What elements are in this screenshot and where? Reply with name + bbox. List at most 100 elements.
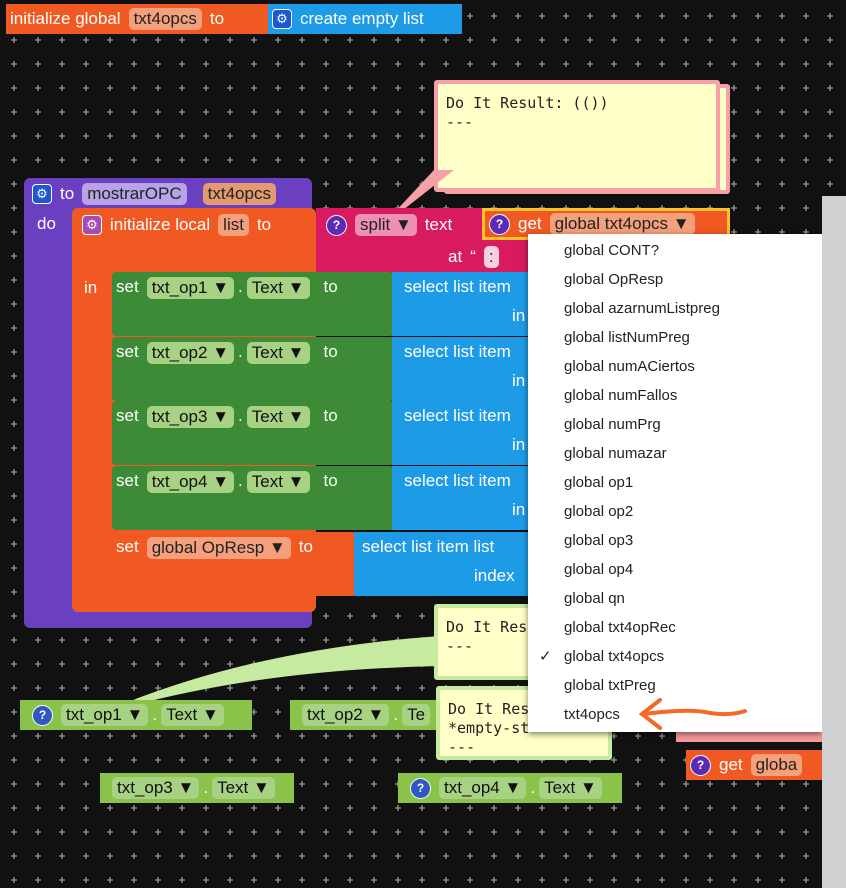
- dropdown-menu-item[interactable]: global op3: [528, 526, 822, 555]
- split-at-row: at “ :: [444, 245, 503, 269]
- dropdown-arrow-icon: ▼: [394, 215, 412, 234]
- dropdown-arrow-icon: ▼: [212, 471, 230, 491]
- component-text-getter[interactable]: txt_op2 ▼ . Te: [290, 700, 436, 730]
- procedure-name-field[interactable]: mostrarOPC: [82, 183, 187, 205]
- dropdown-menu-item[interactable]: global listNumPreg: [528, 323, 822, 352]
- property-dropdown[interactable]: Text ▼: [161, 704, 224, 726]
- menu-item-label: global numPrg: [564, 416, 661, 433]
- component-dropdown[interactable]: txt_op4 ▼: [439, 777, 527, 799]
- property-dropdown[interactable]: Te: [402, 704, 431, 726]
- block-label: to: [323, 277, 338, 296]
- property-dropdown[interactable]: Text ▼: [539, 777, 602, 799]
- create-empty-list-block[interactable]: ⚙ create empty list: [268, 4, 462, 34]
- dropdown-menu-item[interactable]: ✓ global txt4opcs: [528, 642, 822, 671]
- dropdown-menu-item[interactable]: global numACiertos: [528, 352, 822, 381]
- component-dropdown[interactable]: txt_op2 ▼: [302, 704, 390, 726]
- dropdown-menu-item[interactable]: global txt4opRec: [528, 613, 822, 642]
- set-text-block[interactable]: set txt_op3 ▼ . Text ▼ to: [112, 401, 394, 465]
- set-text-block[interactable]: set txt_op1 ▼ . Text ▼ to: [112, 272, 394, 336]
- dropdown-menu-item[interactable]: global numFallos: [528, 381, 822, 410]
- block-label: get: [518, 214, 542, 233]
- component-dropdown[interactable]: txt_op1 ▼: [146, 277, 235, 299]
- set-text-block[interactable]: set txt_op4 ▼ . Text ▼ to: [112, 465, 394, 530]
- bubble-tail: [90, 636, 440, 718]
- dot-separator: .: [238, 406, 243, 425]
- gear-icon[interactable]: ⚙: [82, 215, 102, 235]
- select-list-item-block[interactable]: select list item in: [392, 401, 530, 465]
- dot-separator: .: [152, 705, 158, 724]
- property-dropdown[interactable]: Text ▼: [246, 470, 310, 493]
- vertical-scrollbar[interactable]: [822, 196, 846, 888]
- block-label: select list item: [404, 277, 511, 296]
- dropdown-arrow-icon: ▼: [579, 778, 597, 797]
- dropdown-menu-item[interactable]: global azarnumListpreg: [528, 294, 822, 323]
- dropdown-menu-item[interactable]: global op2: [528, 497, 822, 526]
- component-dropdown[interactable]: txt_op3 ▼: [146, 406, 235, 428]
- variable-dropdown[interactable]: global OpResp ▼: [146, 537, 291, 559]
- block-label: set: [116, 277, 139, 296]
- dropdown-menu-item[interactable]: global op1: [528, 468, 822, 497]
- dropdown-menu-item[interactable]: global qn: [528, 584, 822, 613]
- component-dropdown[interactable]: txt_op1 ▼: [61, 704, 149, 726]
- dropdown-value: txt_op1: [66, 705, 122, 724]
- property-dropdown[interactable]: Text ▼: [246, 277, 310, 299]
- help-icon[interactable]: ?: [690, 754, 711, 776]
- component-text-getter[interactable]: ? txt_op4 ▼ . Text ▼: [398, 773, 622, 803]
- help-icon[interactable]: ?: [410, 777, 431, 799]
- parameter-name[interactable]: txt4opcs: [202, 183, 276, 205]
- do-label: do: [37, 214, 56, 233]
- menu-item-label: global op2: [564, 503, 634, 520]
- gear-icon[interactable]: ⚙: [32, 184, 52, 204]
- initialize-global-block[interactable]: initialize global txt4opcs to: [6, 4, 270, 34]
- variable-dropdown[interactable]: globa: [750, 754, 803, 776]
- help-icon[interactable]: ?: [32, 704, 53, 726]
- select-list-item-block[interactable]: select list item in: [392, 465, 530, 530]
- component-text-getter[interactable]: ? txt_op1 ▼ . Text ▼: [20, 700, 252, 730]
- dropdown-menu-item[interactable]: txt4opcs: [528, 700, 822, 729]
- select-list-item-block[interactable]: select list item in: [392, 336, 530, 401]
- split-dropdown[interactable]: split ▼: [355, 214, 417, 236]
- menu-item-label: global numACiertos: [564, 358, 695, 375]
- dropdown-menu-item[interactable]: global op4: [528, 555, 822, 584]
- checkmark-icon: ✓: [539, 648, 552, 665]
- select-list-item-block[interactable]: select list item in: [392, 272, 530, 336]
- get-global-block[interactable]: ? get globa: [686, 750, 822, 780]
- block-label: set: [116, 537, 139, 556]
- dropdown-menu-item[interactable]: global OpResp: [528, 265, 822, 294]
- dropdown-value: Text: [166, 705, 198, 724]
- variable-dropdown[interactable]: global txt4opcs ▼: [549, 213, 695, 235]
- global-name-field[interactable]: txt4opcs: [128, 8, 202, 30]
- component-dropdown[interactable]: txt_op3 ▼: [112, 777, 200, 799]
- property-dropdown[interactable]: Text ▼: [246, 406, 310, 428]
- component-dropdown[interactable]: txt_op2 ▼: [146, 341, 235, 364]
- menu-item-label: global CONT?: [564, 242, 660, 259]
- property-dropdown[interactable]: Text ▼: [212, 777, 275, 799]
- dropdown-value: txt_op4: [151, 471, 208, 491]
- component-text-getter[interactable]: txt_op3 ▼ . Text ▼: [100, 773, 294, 803]
- dropdown-value: txt_op3: [151, 407, 208, 426]
- menu-item-label: global op3: [564, 532, 634, 549]
- set-global-block[interactable]: set global OpResp ▼ to: [112, 532, 356, 596]
- dropdown-arrow-icon: ▼: [287, 471, 305, 491]
- local-name-field[interactable]: list: [218, 214, 249, 236]
- property-dropdown[interactable]: Text ▼: [246, 341, 310, 364]
- dropdown-value: Text: [544, 778, 576, 797]
- dropdown-menu-item[interactable]: global numPrg: [528, 410, 822, 439]
- dropdown-menu-item[interactable]: global CONT?: [528, 236, 822, 265]
- dot-separator: .: [393, 705, 399, 724]
- menu-item-label: global txt4opcs: [564, 648, 665, 665]
- separator-text[interactable]: :: [483, 246, 499, 268]
- help-icon[interactable]: ?: [489, 213, 510, 235]
- dropdown-menu-item[interactable]: global txtPreg: [528, 671, 822, 700]
- dropdown-menu-item[interactable]: global numazar: [528, 439, 822, 468]
- dropdown-arrow-icon: ▼: [212, 407, 230, 426]
- gear-icon[interactable]: ⚙: [272, 9, 292, 29]
- block-label: in: [512, 499, 526, 519]
- block-label: in: [512, 370, 526, 390]
- set-text-block[interactable]: set txt_op2 ▼ . Text ▼ to: [112, 336, 394, 401]
- help-icon[interactable]: ?: [326, 214, 347, 236]
- select-list-item-block[interactable]: select list item list index: [354, 532, 530, 596]
- dropdown-value: Text: [217, 778, 249, 797]
- component-dropdown[interactable]: txt_op4 ▼: [146, 470, 235, 493]
